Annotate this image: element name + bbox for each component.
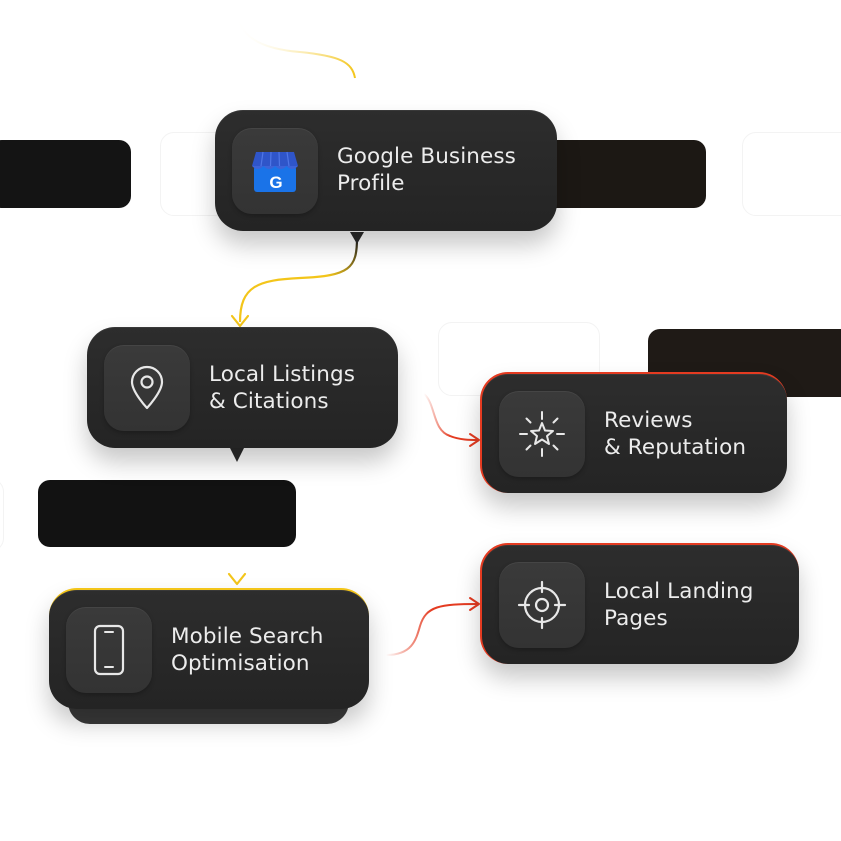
icon-tile [499, 561, 585, 648]
edge-mobile-to-landing [385, 603, 479, 656]
node-label-line1: Local Landing [604, 579, 754, 604]
node-label-line1: Reviews [604, 408, 693, 433]
node-mobile-search[interactable]: Mobile Search Optimisation [49, 588, 369, 709]
arrowhead [230, 314, 250, 328]
node-label: Local Listings & Citations [209, 361, 355, 415]
map-pin-icon [130, 365, 164, 409]
edge-listings-to-reviews [423, 393, 479, 441]
node-label-line1: Mobile Search [171, 624, 324, 649]
node-google-business-profile[interactable]: G Google Business Profile [215, 110, 557, 231]
bg-bar-left [0, 140, 131, 208]
node-label-line2: & Citations [209, 389, 329, 414]
arrowhead [469, 597, 480, 611]
bg-ghost-card [742, 132, 841, 216]
arrowhead [469, 433, 480, 447]
connector-incoming [234, 0, 356, 79]
crosshair-icon [517, 580, 567, 629]
node-label-line1: Local Listings [209, 362, 355, 387]
connector-notch [350, 232, 364, 244]
google-store-icon: G [252, 151, 298, 192]
node-label-line2: Pages [604, 606, 668, 631]
sparkle-star-icon [519, 410, 565, 457]
icon-tile [499, 390, 585, 477]
icon-tile [104, 344, 190, 431]
edge-google-to-listings [238, 237, 359, 323]
icon-tile: G [232, 127, 318, 214]
node-label-line2: & Reputation [604, 435, 747, 460]
node-label: Reviews & Reputation [604, 407, 746, 461]
node-label-line2: Optimisation [171, 651, 310, 676]
arrowhead [227, 572, 247, 586]
node-local-landing-pages[interactable]: Local Landing Pages [480, 543, 799, 664]
node-local-listings[interactable]: Local Listings & Citations [87, 327, 398, 448]
node-label-line1: Google Business [337, 144, 516, 169]
bg-bar-left-mid [38, 480, 296, 547]
svg-text:G: G [269, 173, 282, 192]
node-label: Google Business Profile [337, 143, 516, 197]
icon-tile [66, 606, 152, 693]
node-reviews-reputation[interactable]: Reviews & Reputation [480, 372, 787, 493]
connector-notch [230, 448, 244, 462]
node-label: Mobile Search Optimisation [171, 623, 324, 677]
node-label: Local Landing Pages [604, 578, 754, 632]
node-label-line2: Profile [337, 171, 405, 196]
smartphone-icon [93, 624, 125, 675]
